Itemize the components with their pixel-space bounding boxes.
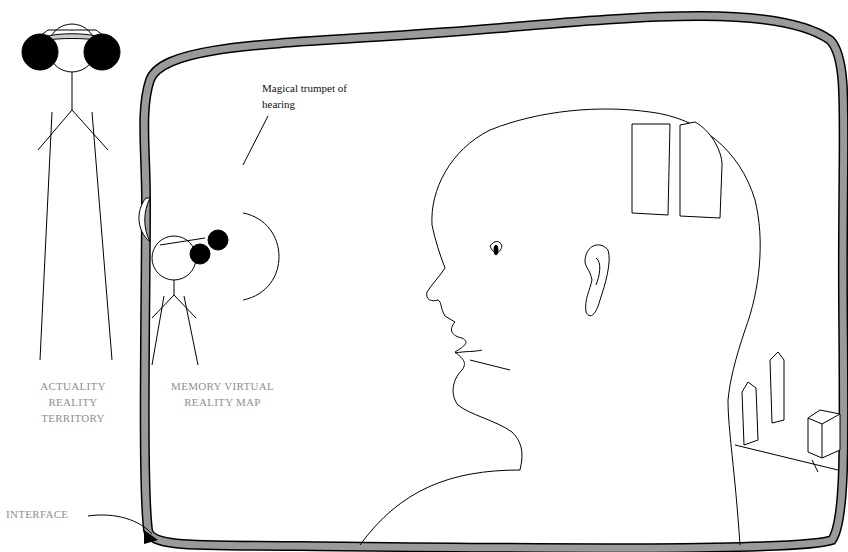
head-profile (360, 109, 760, 545)
arrowhead (144, 530, 158, 544)
interface-arrow (88, 515, 152, 534)
stick-figure-memory (152, 230, 228, 365)
trumpet (243, 213, 279, 300)
stick-figure-actual (22, 24, 120, 360)
region-label: MEMORY VIRTUAL REALITY MAP (165, 378, 280, 410)
crescent (139, 198, 150, 242)
frame-band (144, 16, 844, 548)
crystals (735, 352, 840, 472)
region-label: ACTUALITY REALITY TERRITORY (18, 378, 128, 426)
callout-label: Magical trumpet of hearing (262, 80, 372, 112)
frame-outline (144, 16, 844, 548)
interface-label: INTERFACE (6, 506, 86, 522)
leader-line (243, 116, 268, 165)
